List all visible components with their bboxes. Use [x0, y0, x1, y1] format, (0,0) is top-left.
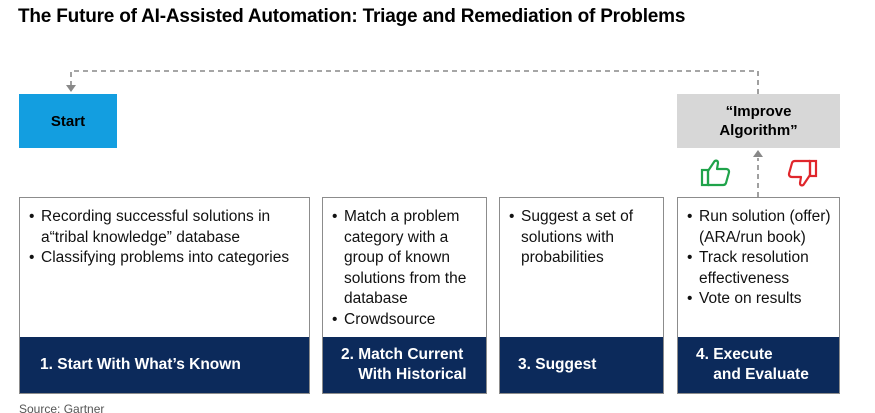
- step-2-footer: 2. Match Current With Historical: [323, 337, 486, 393]
- loop-arrowhead-start: [66, 85, 76, 92]
- diagram-title: The Future of AI-Assisted Automation: Tr…: [18, 6, 686, 27]
- step-1-item-2: Classifying problems into categories: [29, 248, 301, 269]
- step-4-footer: 4. Execute and Evaluate: [678, 337, 839, 393]
- loop-arrowhead-improve: [753, 150, 763, 157]
- step-3-label: 3. Suggest: [518, 355, 597, 373]
- improve-label: “Improve Algorithm”: [719, 103, 798, 139]
- step-4-item-2: Track resolution effectiveness: [687, 248, 831, 289]
- thumbs-down-icon: [787, 159, 818, 187]
- source-note: Source: Gartner: [19, 402, 105, 413]
- thumbs-up-icon: [700, 159, 731, 187]
- step-3-body: Suggest a set of solutions with probabil…: [500, 198, 663, 337]
- step-4-item-3: Vote on results: [687, 289, 831, 310]
- step-panel-3: Suggest a set of solutions with probabil…: [499, 197, 664, 394]
- loop-line-top: [70, 70, 759, 94]
- step-2-item-1: Match a problem category with a group of…: [332, 207, 478, 310]
- improve-algorithm-box: “Improve Algorithm”: [677, 94, 840, 148]
- step-1-item-1: Recording successful solutions in a“trib…: [29, 207, 301, 248]
- start-label: Start: [50, 112, 86, 130]
- step-2-item-2: Crowdsource: [332, 310, 478, 331]
- step-2-label: 2. Match Current With Historical: [341, 345, 467, 384]
- step-4-body: Run solution (offer) (ARA/run book) Trac…: [678, 198, 839, 337]
- step-1-footer: 1. Start With What’s Known: [20, 337, 309, 393]
- step-1-label: 1. Start With What’s Known: [40, 355, 241, 373]
- start-box: Start: [19, 94, 117, 148]
- step-2-body: Match a problem category with a group of…: [323, 198, 486, 337]
- step-3-item-1: Suggest a set of solutions with probabil…: [509, 207, 655, 269]
- step-4-item-1: Run solution (offer) (ARA/run book): [687, 207, 831, 248]
- step-3-footer: 3. Suggest: [500, 337, 663, 393]
- step-1-body: Recording successful solutions in a“trib…: [20, 198, 309, 337]
- step-panel-2: Match a problem category with a group of…: [322, 197, 487, 394]
- step-4-label: 4. Execute and Evaluate: [696, 345, 809, 384]
- step-panel-1: Recording successful solutions in a“trib…: [19, 197, 310, 394]
- step-panel-4: Run solution (offer) (ARA/run book) Trac…: [677, 197, 840, 394]
